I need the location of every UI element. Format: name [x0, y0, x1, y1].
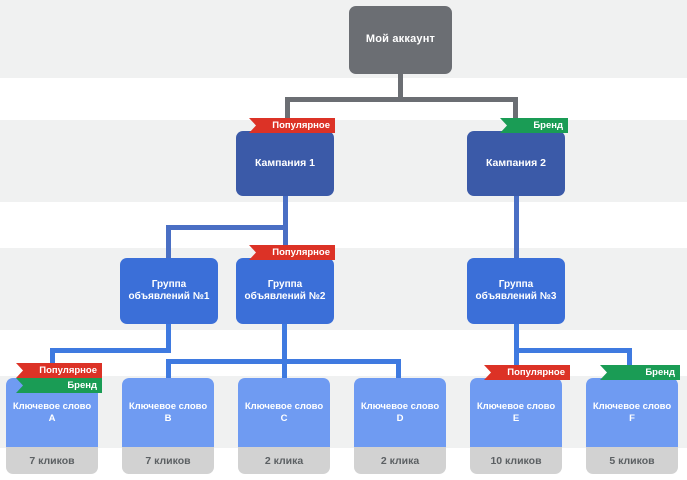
clicks-label: 7 кликов: [29, 454, 75, 467]
keyword-line1: Ключевое слово: [592, 400, 672, 412]
clicks-label: 2 клика: [380, 454, 420, 467]
adgroup-line2: объявлений №2: [244, 291, 326, 302]
badge-label: Популярное: [272, 247, 330, 258]
node-keyword-b-label: Ключевое слово B: [129, 401, 207, 425]
clicks-label: 10 кликов: [490, 454, 542, 467]
node-keyword-d-label: Ключевое слово D: [361, 401, 439, 425]
connector-adgroup3-bus: [514, 348, 632, 353]
badge-popular-campaign-1: Популярное: [249, 118, 335, 133]
connector-to-keyword-b: [166, 359, 171, 381]
connector-adgroup2-stem: [282, 324, 287, 386]
adgroup-line2: объявлений №1: [128, 291, 210, 302]
node-campaign-1[interactable]: Кампания 1: [236, 131, 334, 196]
connector-to-adgroup-1: [166, 225, 171, 258]
node-keyword-b[interactable]: Ключевое слово B: [122, 378, 214, 447]
node-campaign-2-label: Кампания 2: [485, 156, 546, 169]
node-keyword-e[interactable]: Ключевое слово E: [470, 378, 562, 447]
badge-label: Популярное: [507, 367, 565, 378]
node-keyword-a-label: Ключевое слово A: [13, 401, 91, 425]
node-campaign-2[interactable]: Кампания 2: [467, 131, 565, 196]
keyword-line2: A: [48, 412, 56, 424]
connector-to-campaign-2: [513, 97, 518, 131]
node-adgroup-1-label: Группа объявлений №1: [129, 279, 210, 304]
clicks-label: 5 кликов: [609, 454, 655, 467]
keyword-line2: C: [280, 412, 288, 424]
badge-label: Популярное: [272, 120, 330, 131]
badge-brand-keyword-a: Бренд: [16, 378, 102, 393]
connector-adgroup1-bus: [50, 348, 171, 353]
adgroup-line1: Группа: [498, 278, 534, 290]
connector-to-keyword-f: [627, 348, 632, 378]
keyword-line1: Ключевое слово: [476, 400, 556, 412]
background-band: [0, 120, 687, 202]
connector-to-campaign-1: [285, 97, 290, 131]
adgroup-line2: объявлений №3: [475, 291, 557, 302]
node-keyword-c-label: Ключевое слово C: [245, 401, 323, 425]
node-account[interactable]: Мой аккаунт: [349, 6, 452, 74]
connector-adgroup2-bus: [166, 359, 400, 364]
badge-brand-keyword-f: Бренд: [600, 365, 680, 380]
badge-label: Популярное: [39, 365, 97, 376]
node-campaign-1-label: Кампания 1: [254, 156, 315, 169]
adgroup-line1: Группа: [267, 278, 303, 290]
keyword-line2: E: [512, 412, 520, 424]
clicks-keyword-d: 2 клика: [354, 447, 446, 474]
background-band: [0, 376, 687, 448]
node-account-label: Мой аккаунт: [365, 33, 436, 46]
connector-root-stem: [398, 74, 403, 101]
badge-label: Бренд: [645, 367, 675, 378]
node-adgroup-3[interactable]: Группа объявлений №3: [467, 258, 565, 324]
keyword-line2: D: [396, 412, 404, 424]
connector-adgroup1-stem: [166, 324, 171, 351]
badge-brand-campaign-2: Бренд: [500, 118, 568, 133]
background-band: [0, 248, 687, 330]
badge-label: Бренд: [67, 380, 97, 391]
keyword-line2: B: [164, 412, 172, 424]
node-adgroup-3-label: Группа объявлений №3: [476, 279, 557, 304]
clicks-keyword-b: 7 кликов: [122, 447, 214, 474]
node-keyword-c[interactable]: Ключевое слово C: [238, 378, 330, 447]
node-adgroup-1[interactable]: Группа объявлений №1: [120, 258, 218, 324]
connector-campaign1-bus: [166, 225, 288, 230]
keyword-line1: Ключевое слово: [360, 400, 440, 412]
badge-popular-keyword-a: Популярное: [16, 363, 102, 378]
clicks-label: 2 клика: [264, 454, 304, 467]
clicks-keyword-c: 2 клика: [238, 447, 330, 474]
badge-label: Бренд: [533, 120, 563, 131]
connector-to-keyword-d: [396, 359, 401, 381]
background-band: [0, 0, 687, 78]
node-keyword-f-label: Ключевое слово F: [593, 401, 671, 425]
keyword-line1: Ключевое слово: [12, 400, 92, 412]
keyword-line1: Ключевое слово: [128, 400, 208, 412]
adgroup-line1: Группа: [151, 278, 187, 290]
keyword-line2: F: [629, 412, 635, 424]
clicks-keyword-e: 10 кликов: [470, 447, 562, 474]
clicks-keyword-a: 7 кликов: [6, 447, 98, 474]
keyword-line1: Ключевое слово: [244, 400, 324, 412]
node-adgroup-2[interactable]: Группа объявлений №2: [236, 258, 334, 324]
clicks-keyword-f: 5 кликов: [586, 447, 678, 474]
node-keyword-e-label: Ключевое слово E: [477, 401, 555, 425]
clicks-label: 7 кликов: [145, 454, 191, 467]
node-keyword-d[interactable]: Ключевое слово D: [354, 378, 446, 447]
node-adgroup-2-label: Группа объявлений №2: [245, 279, 326, 304]
connector-root-bus: [285, 97, 518, 102]
node-keyword-f[interactable]: Ключевое слово F: [586, 378, 678, 447]
badge-popular-adgroup-2: Популярное: [249, 245, 335, 260]
badge-popular-keyword-e: Популярное: [484, 365, 570, 380]
connector-campaign2-stem: [514, 196, 519, 258]
